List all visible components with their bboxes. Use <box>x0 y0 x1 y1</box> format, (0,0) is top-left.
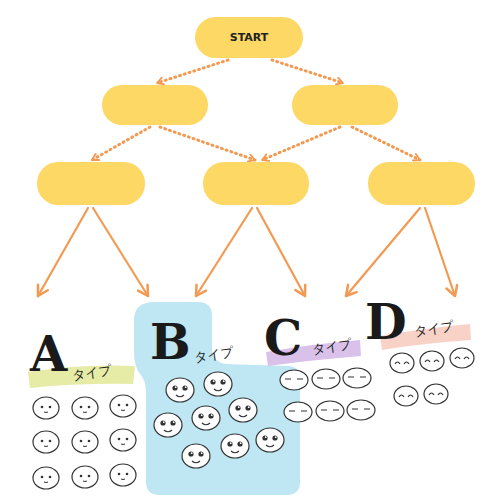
face <box>229 398 257 422</box>
face <box>316 401 344 421</box>
face <box>280 370 308 390</box>
face <box>110 395 136 417</box>
dotted-arrows <box>92 60 420 160</box>
start-box: START <box>195 17 303 58</box>
face <box>166 378 194 402</box>
type-letter: D <box>365 298 407 346</box>
face <box>72 431 98 453</box>
solid-arrow <box>257 208 305 296</box>
face <box>420 351 444 371</box>
choice-box <box>292 85 398 125</box>
dotted-arrow <box>160 127 255 160</box>
face <box>33 397 59 419</box>
face <box>394 386 418 406</box>
face <box>256 428 284 452</box>
face-group-d <box>390 348 474 406</box>
dotted-arrow <box>262 127 340 160</box>
face <box>33 467 59 489</box>
face <box>312 369 340 389</box>
solid-arrow <box>346 208 420 296</box>
dotted-arrow <box>157 60 228 83</box>
type-letter: A <box>30 330 67 378</box>
face <box>347 400 375 420</box>
face <box>284 402 312 422</box>
face-group-a <box>33 395 136 489</box>
choice-box <box>102 85 208 125</box>
dotted-arrow <box>272 60 343 83</box>
face <box>72 466 98 488</box>
dotted-arrow <box>352 127 420 160</box>
face <box>154 413 182 437</box>
face <box>182 444 210 468</box>
choice-box <box>368 162 475 205</box>
face-group-b <box>154 372 284 468</box>
face <box>390 353 414 373</box>
dotted-arrow <box>92 127 150 160</box>
face <box>424 384 448 404</box>
solid-arrows <box>38 208 455 296</box>
face <box>110 464 136 486</box>
solid-arrow <box>196 208 252 296</box>
face <box>33 431 59 453</box>
choice-boxes <box>37 85 475 205</box>
solid-arrow <box>38 208 88 296</box>
type-letter: B <box>150 318 191 366</box>
face <box>343 368 371 388</box>
node-label: START <box>230 31 269 44</box>
face-group-c <box>280 368 375 422</box>
face <box>221 434 249 458</box>
solid-arrow <box>425 208 455 296</box>
face <box>192 406 220 430</box>
type-suffix: タイプ <box>193 345 233 363</box>
solid-arrow <box>93 208 148 296</box>
face <box>72 397 98 419</box>
face <box>204 372 232 396</box>
choice-box <box>203 162 309 205</box>
type-letter: C <box>264 314 302 362</box>
face <box>110 429 136 451</box>
face <box>450 348 474 368</box>
choice-box <box>37 162 145 205</box>
